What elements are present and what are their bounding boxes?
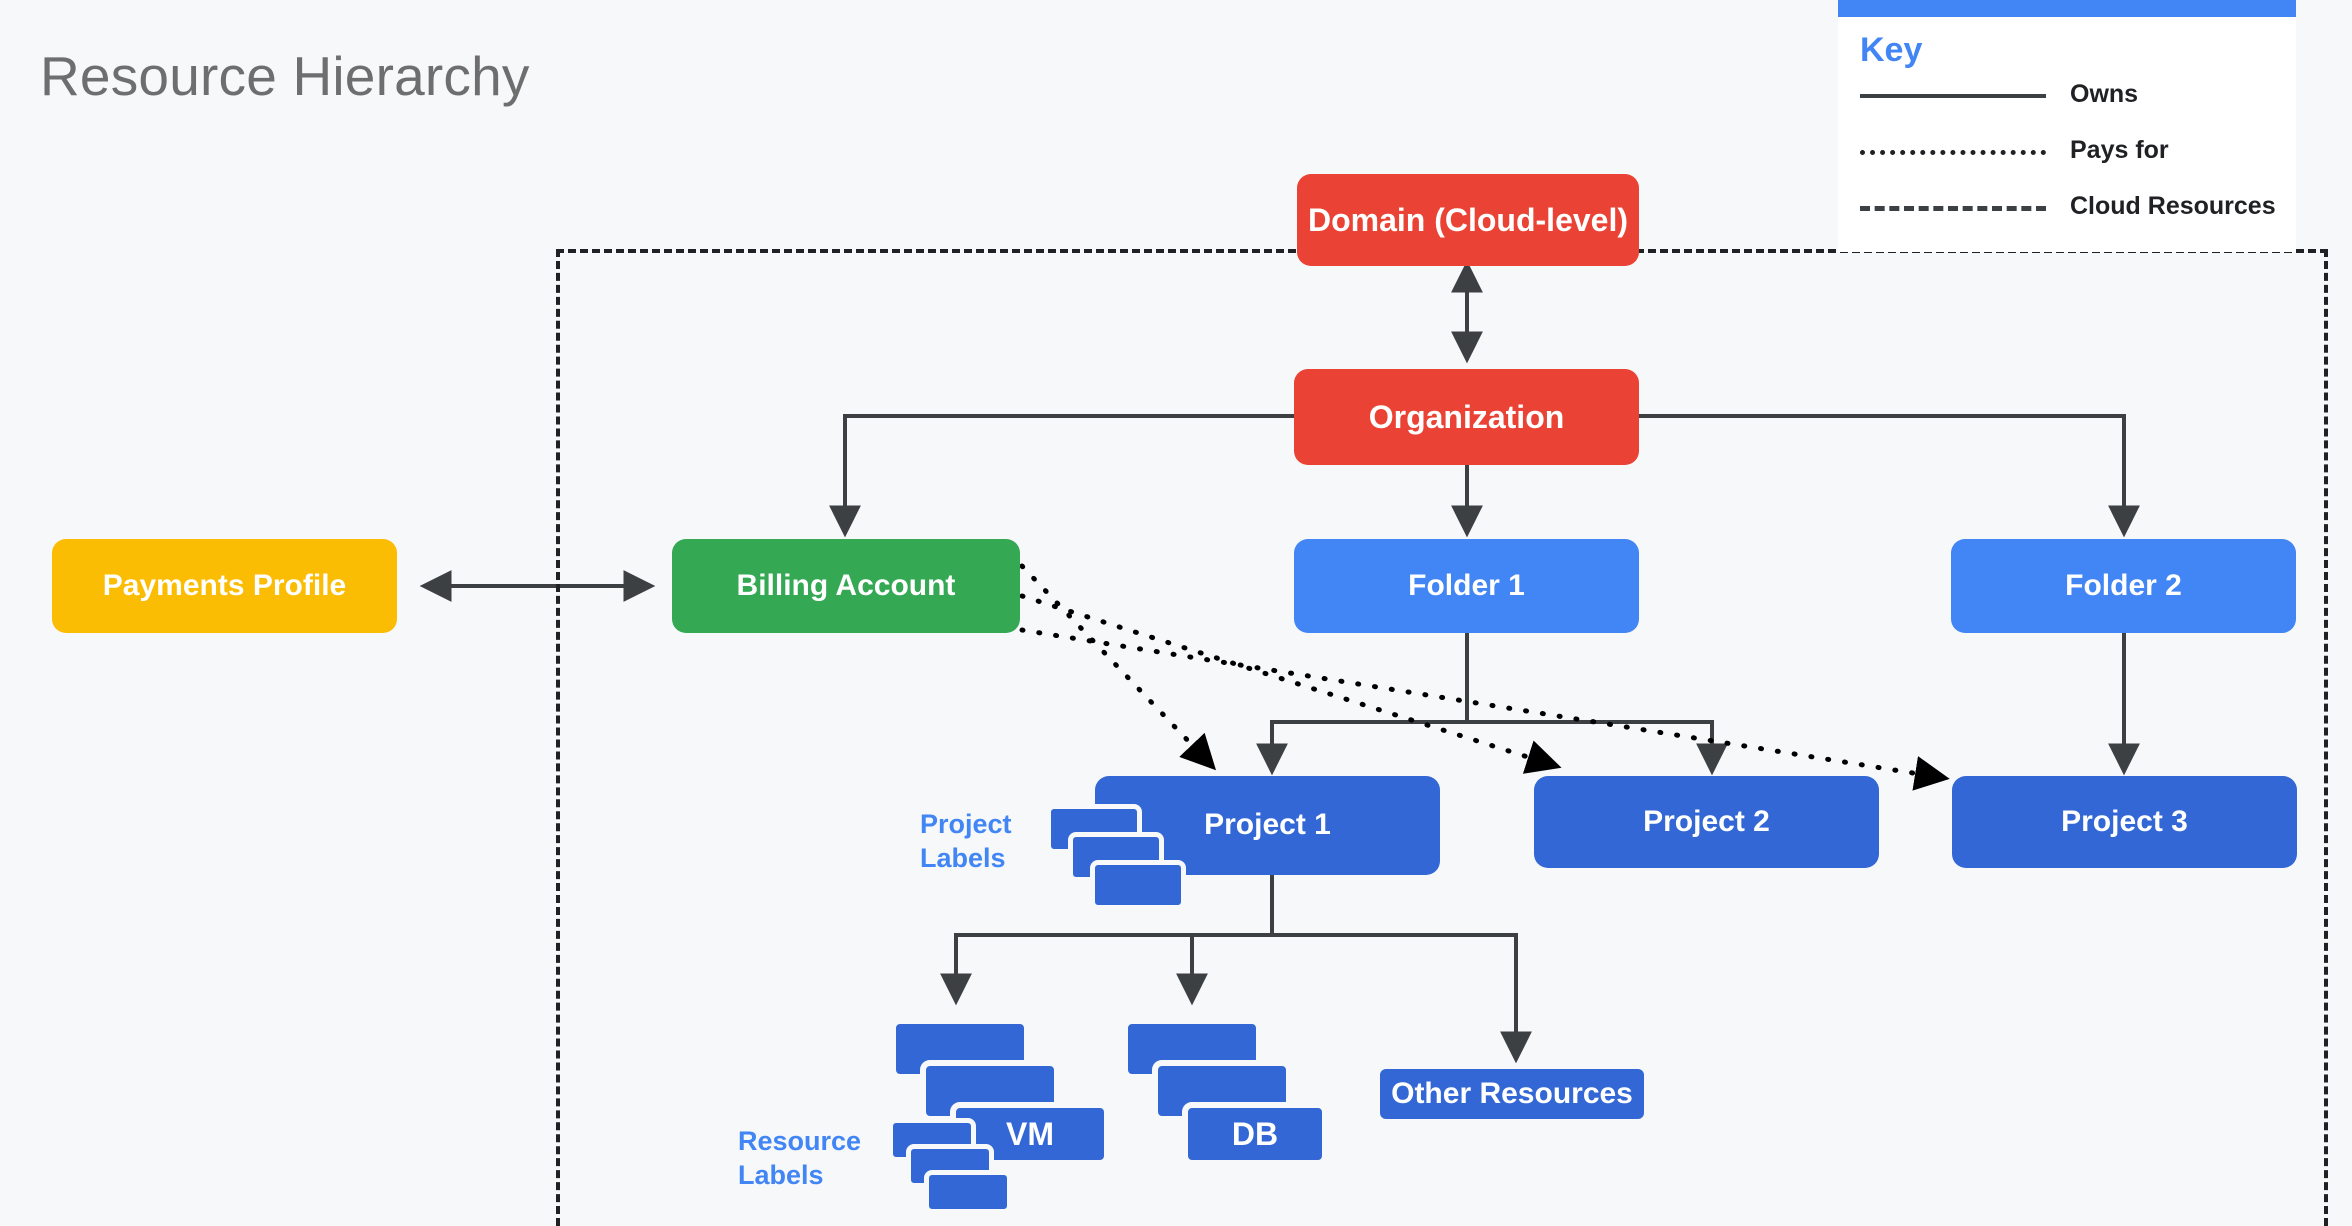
- node-project-1-label: Project 1: [1204, 808, 1331, 842]
- node-db-label: DB: [1231, 1115, 1279, 1152]
- node-folder-1[interactable]: Folder 1: [1294, 539, 1639, 633]
- resource-label-chip-front: [924, 1170, 1012, 1214]
- node-payments-profile[interactable]: Payments Profile: [52, 539, 397, 633]
- node-project-2-label: Project 2: [1643, 804, 1770, 838]
- key-sample-solid-line-icon: [1860, 94, 2046, 98]
- node-folder-2[interactable]: Folder 2: [1951, 539, 2296, 633]
- key-label-pays-for: Pays for: [2070, 136, 2169, 164]
- resource-labels-caption: Resource Labels: [738, 1126, 862, 1190]
- project-label-chip-front: [1090, 860, 1186, 910]
- key-row-pays-for: Pays for: [1838, 128, 2296, 182]
- node-project-3-label: Project 3: [2061, 804, 2188, 838]
- node-project-3[interactable]: Project 3: [1952, 776, 2297, 868]
- page-title: Resource Hierarchy: [40, 45, 530, 107]
- node-domain-label: Domain (Cloud-level): [1307, 201, 1628, 238]
- node-payments-profile-label: Payments Profile: [102, 568, 347, 602]
- key-title: Key: [1860, 31, 1923, 69]
- key-label-owns: Owns: [2070, 80, 2139, 108]
- node-billing-account[interactable]: Billing Account: [672, 539, 1020, 633]
- key-accent-bar: [1838, 0, 2296, 17]
- node-folder-1-label: Folder 1: [1408, 568, 1525, 602]
- key-row-cloud-resources: Cloud Resources: [1838, 184, 2296, 238]
- key-panel: Key Owns Pays for Cloud Resources: [1838, 0, 2296, 252]
- node-db[interactable]: DB: [1182, 1102, 1328, 1166]
- node-organization-label: Organization: [1368, 398, 1565, 435]
- node-domain[interactable]: Domain (Cloud-level): [1297, 174, 1639, 266]
- key-sample-dashed-line-icon: [1860, 206, 2046, 211]
- key-row-owns: Owns: [1838, 72, 2296, 126]
- node-vm-label: VM: [1006, 1115, 1054, 1152]
- node-billing-account-label: Billing Account: [736, 568, 956, 602]
- node-other-resources[interactable]: Other Resources: [1374, 1063, 1650, 1125]
- node-other-resources-label: Other Resources: [1391, 1077, 1633, 1110]
- key-sample-dotted-line-icon: [1860, 150, 2046, 155]
- node-folder-2-label: Folder 2: [2065, 568, 2182, 602]
- node-organization[interactable]: Organization: [1294, 369, 1639, 465]
- project-labels-caption: Project Labels: [920, 809, 1012, 873]
- key-label-cloud-resources: Cloud Resources: [2070, 192, 2276, 220]
- node-project-2[interactable]: Project 2: [1534, 776, 1879, 868]
